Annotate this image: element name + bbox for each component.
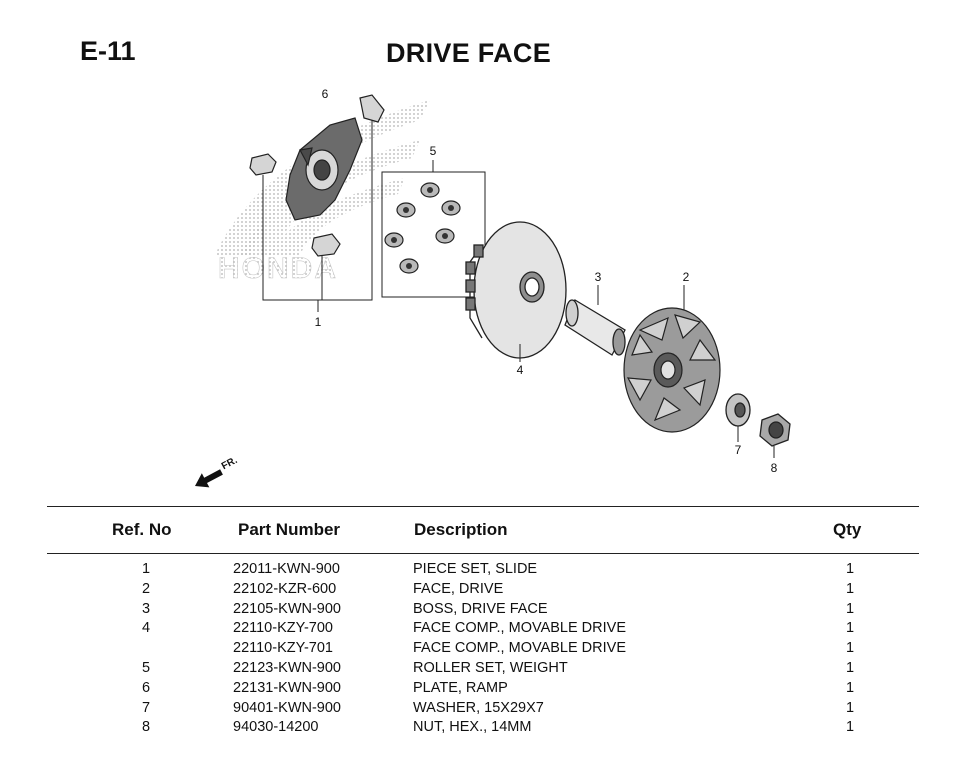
description-cell: WASHER, 15X29X7	[413, 699, 544, 716]
ref-no-cell: 6	[141, 679, 151, 696]
table-row: 6 22131-KWN-900 PLATE, RAMP 1	[0, 679, 977, 699]
qty-cell: 1	[845, 719, 855, 736]
drive-face-part	[623, 285, 721, 433]
ref-no-cell: 4	[141, 620, 151, 637]
table-row: 22110-KZY-701 FACE COMP., MOVABLE DRIVE …	[0, 639, 977, 659]
part-number-cell: 22110-KZY-700	[233, 620, 333, 637]
hex-nut-part	[759, 413, 791, 458]
honda-watermark-text: HONDA	[218, 252, 338, 285]
col-header-part-number: Part Number	[238, 520, 341, 539]
callout-1: 1	[315, 315, 322, 329]
table-top-rule	[47, 506, 919, 507]
qty-cell: 1	[845, 600, 855, 617]
ref-no-cell: 5	[141, 659, 151, 676]
description-cell: FACE COMP., MOVABLE DRIVE	[413, 620, 626, 637]
front-direction-arrow: FR.	[195, 455, 240, 488]
description-cell: BOSS, DRIVE FACE	[413, 600, 548, 617]
callout-2: 2	[683, 270, 690, 284]
slide-piece-part	[249, 94, 385, 257]
front-direction-label: FR.	[220, 455, 240, 472]
part-number-cell: 22102-KZR-600	[233, 580, 337, 597]
qty-cell: 1	[845, 659, 855, 676]
ref-no-cell: 7	[141, 699, 151, 716]
callout-6: 6	[322, 87, 329, 101]
qty-cell: 1	[845, 620, 855, 637]
ref-no-cell: 2	[141, 580, 151, 597]
col-header-description: Description	[414, 520, 508, 539]
callout-5: 5	[430, 144, 437, 158]
callout-8: 8	[771, 461, 778, 475]
description-cell: PLATE, RAMP	[413, 679, 508, 696]
qty-cell: 1	[845, 640, 855, 657]
part-number-cell: 22110-KZY-701	[233, 640, 333, 657]
description-cell: FACE, DRIVE	[413, 580, 504, 597]
table-row: 1 22011-KWN-900 PIECE SET, SLIDE 1	[0, 560, 977, 580]
qty-cell: 1	[845, 699, 855, 716]
table-row: 8 94030-14200 NUT, HEX., 14MM 1	[0, 718, 977, 738]
part-number-cell: 90401-KWN-900	[233, 699, 341, 716]
description-cell: ROLLER SET, WEIGHT	[413, 659, 568, 676]
part-number-cell: 22105-KWN-900	[233, 600, 341, 617]
honda-wing-watermark: HONDA	[215, 100, 430, 285]
page-code: E-11	[80, 36, 136, 66]
callout-bracket-1	[262, 120, 373, 312]
ref-no-cell: 8	[141, 719, 151, 736]
part-number-cell: 94030-14200	[233, 719, 319, 736]
table-row: 5 22123-KWN-900 ROLLER SET, WEIGHT 1	[0, 659, 977, 679]
description-cell: PIECE SET, SLIDE	[413, 561, 538, 577]
description-cell: FACE COMP., MOVABLE DRIVE	[413, 640, 626, 657]
callout-4: 4	[517, 363, 524, 377]
callout-7: 7	[735, 443, 742, 457]
qty-cell: 1	[845, 679, 855, 696]
qty-cell: 1	[845, 561, 855, 577]
page-title: DRIVE FACE	[385, 38, 552, 68]
parts-table: 1 22011-KWN-900 PIECE SET, SLIDE 1 2 221…	[0, 560, 977, 738]
table-row: 2 22102-KZR-600 FACE, DRIVE 1	[0, 580, 977, 600]
part-number-cell: 22123-KWN-900	[233, 659, 341, 676]
table-row: 4 22110-KZY-700 FACE COMP., MOVABLE DRIV…	[0, 619, 977, 639]
qty-cell: 1	[845, 580, 855, 597]
description-cell: NUT, HEX., 14MM	[413, 719, 532, 736]
drive-face-boss-part	[564, 285, 626, 356]
table-header-rule	[47, 553, 919, 554]
movable-drive-face-part	[465, 221, 567, 362]
part-number-cell: 22011-KWN-900	[233, 561, 340, 577]
washer-part	[725, 393, 751, 442]
roller-set-part	[381, 160, 486, 298]
part-number-cell: 22131-KWN-900	[233, 679, 341, 696]
table-row: 3 22105-KWN-900 BOSS, DRIVE FACE 1	[0, 600, 977, 620]
ramp-plate-part	[285, 117, 363, 221]
col-header-ref-no: Ref. No	[112, 520, 172, 539]
table-row: 7 90401-KWN-900 WASHER, 15X29X7 1	[0, 699, 977, 719]
callout-3: 3	[595, 270, 602, 284]
exploded-parts-diagram: HONDA	[195, 87, 791, 488]
ref-no-cell: 3	[141, 600, 151, 617]
col-header-qty: Qty	[833, 520, 862, 539]
ref-no-cell: 1	[141, 561, 151, 577]
